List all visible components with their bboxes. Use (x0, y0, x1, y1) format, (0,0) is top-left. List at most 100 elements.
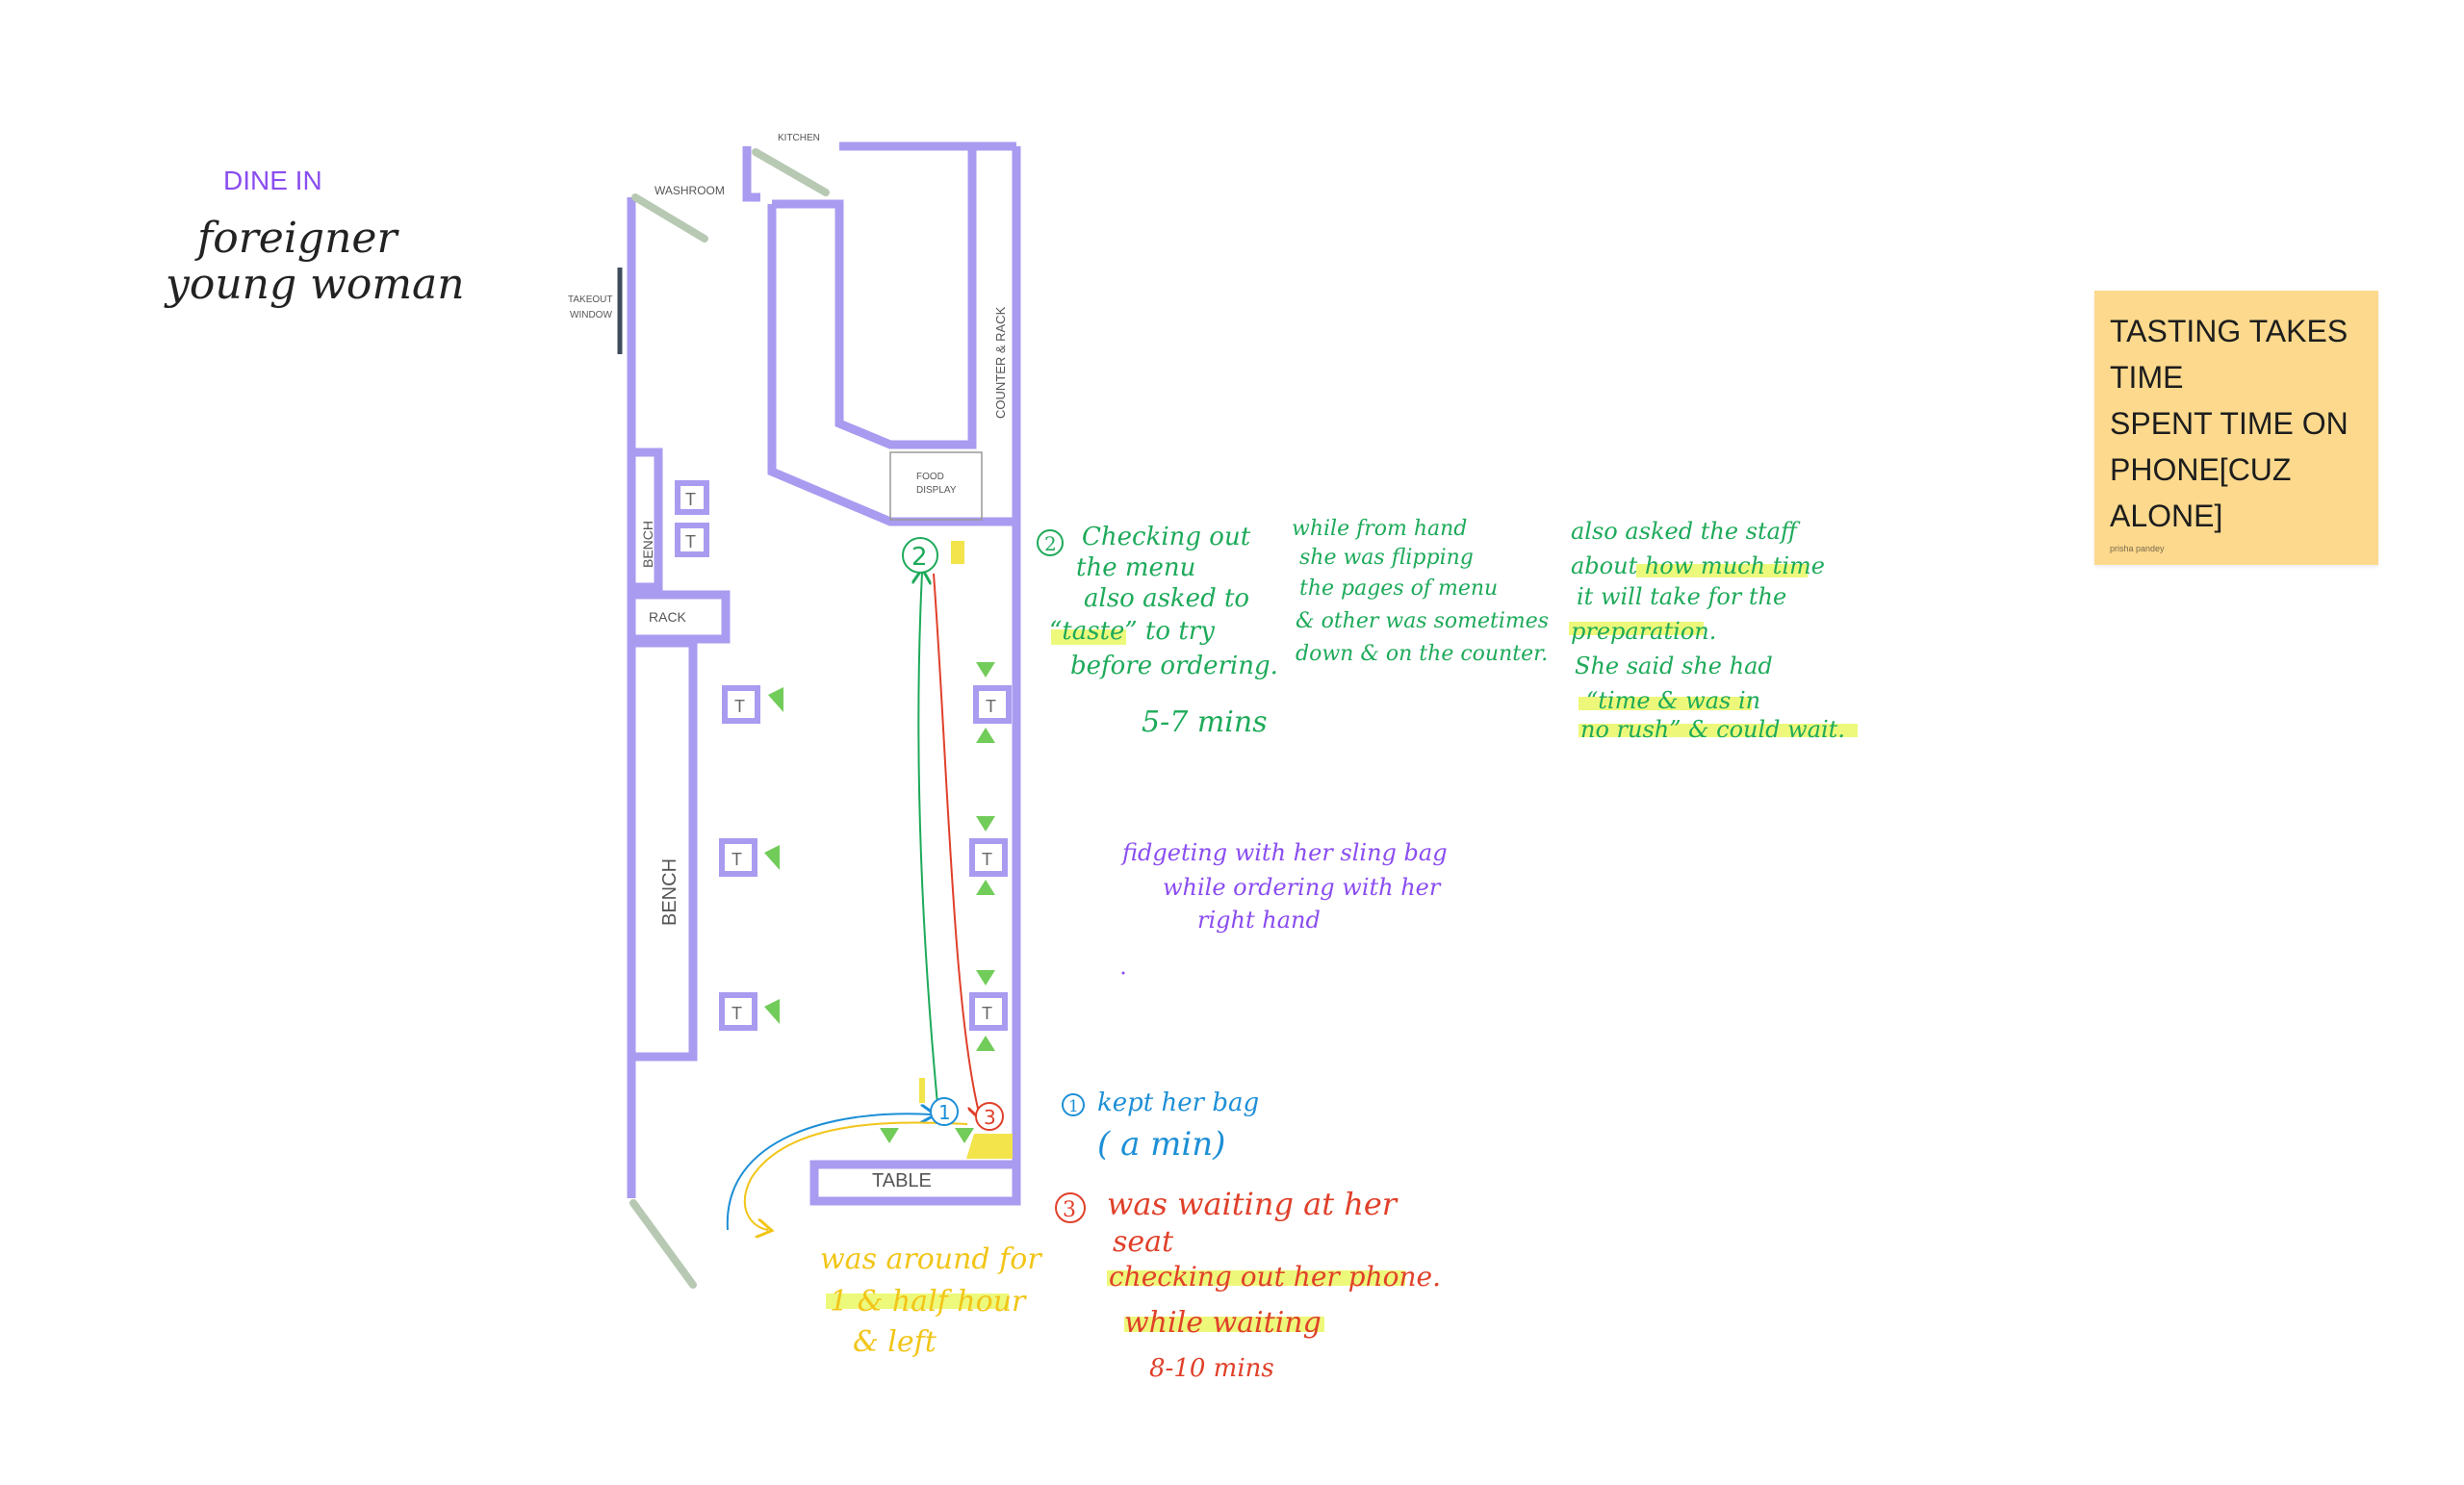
table-wall (809, 1160, 1021, 1206)
bench-large-wall (627, 638, 698, 1062)
yellow-mark (966, 1134, 1013, 1159)
sticky-note[interactable]: TASTING TAKES TIME SPENT TIME ON PHONE[C… (2094, 291, 2378, 565)
note-left: was around for 1 & half hour & left (820, 1242, 1042, 1359)
label-bench-large: BENCH (659, 858, 680, 926)
chair-triangle (764, 845, 780, 870)
yellow-mark (951, 541, 964, 564)
svg-text:She said she had: She said she had (1575, 653, 1773, 679)
marker-2: 2 (902, 537, 938, 574)
svg-text:2: 2 (1044, 532, 1057, 555)
svg-text:was around for: was around for (820, 1242, 1042, 1276)
chair-triangle (768, 687, 783, 712)
svg-text:1: 1 (1068, 1097, 1079, 1116)
sticky-line: ALONE] (2110, 499, 2223, 533)
bench-small-wall (627, 448, 663, 592)
table-marker: T (675, 480, 709, 515)
label-food-display-2: DISPLAY (916, 485, 957, 496)
kitchen-door (752, 148, 830, 196)
svg-text:she was flipping: she was flipping (1299, 546, 1474, 570)
svg-text:T: T (732, 850, 742, 869)
svg-text:8-10 mins: 8-10 mins (1149, 1354, 1274, 1383)
subject-line1: foreigner (194, 214, 399, 263)
label-rack: RACK (649, 609, 687, 625)
counter-inner (772, 146, 977, 449)
path-yellow (744, 1121, 968, 1230)
chair-triangle (976, 662, 995, 678)
svg-text:seat: seat (1113, 1225, 1174, 1259)
svg-text:2: 2 (911, 543, 928, 572)
sticky-line: PHONE[CUZ (2110, 452, 2292, 487)
svg-text:& left: & left (853, 1325, 937, 1359)
svg-text:it will take for the: it will take for the (1577, 583, 1786, 610)
svg-text:while ordering with her: while ordering with her (1163, 874, 1442, 901)
sticky-line: SPENT TIME ON (2110, 406, 2348, 441)
svg-text:about how much time: about how much time (1571, 552, 1825, 579)
label-washroom: WASHROOM (654, 184, 725, 197)
svg-text:3: 3 (1063, 1198, 1076, 1222)
note-step2: 2 Checking out the menu also asked to “t… (1037, 523, 1278, 739)
label-table: TABLE (872, 1170, 932, 1191)
sticky-line: TASTING TAKES (2110, 314, 2348, 348)
svg-text:T: T (982, 1004, 992, 1023)
sticky-author: prisha pandey (2110, 544, 2165, 553)
yellow-mark (919, 1078, 925, 1103)
chair-triangle (764, 999, 780, 1024)
svg-text:kept her bag: kept her bag (1097, 1088, 1259, 1117)
chair-triangle (976, 816, 995, 832)
table-marker: T (969, 992, 1008, 1031)
path-green (918, 573, 939, 1115)
svg-text:T: T (982, 850, 992, 869)
svg-text:fidgeting with her sling bag: fidgeting with her sling bag (1120, 839, 1448, 866)
chair-triangle (976, 880, 995, 895)
svg-text:( a min): ( a min) (1097, 1125, 1225, 1164)
svg-text:1: 1 (938, 1101, 951, 1124)
svg-text:T: T (986, 697, 996, 716)
note-fidgeting: fidgeting with her sling bag while order… (1120, 839, 1448, 934)
washroom-wall (742, 146, 760, 202)
svg-text:5-7 mins: 5-7 mins (1142, 705, 1268, 739)
table-marker: T (973, 685, 1012, 724)
table-marker: T (722, 685, 760, 724)
subject-line2: young woman (164, 260, 465, 309)
stray-dot (1121, 971, 1125, 975)
svg-text:also asked to: also asked to (1084, 584, 1249, 613)
svg-text:preparation.: preparation. (1571, 618, 1716, 645)
highlight (1636, 564, 1808, 577)
svg-text:& other was sometimes: & other was sometimes (1296, 609, 1549, 633)
label-food-display-1: FOOD (916, 472, 944, 482)
highlight (1569, 622, 1704, 635)
highlight (1578, 697, 1752, 710)
chair-triangle (880, 1128, 899, 1143)
label-counter-rack: COUNTER & RACK (993, 306, 1008, 419)
highlight (1124, 1317, 1324, 1332)
svg-text:T: T (685, 490, 696, 509)
svg-text:right hand: right hand (1197, 907, 1321, 934)
highlight (826, 1293, 1009, 1309)
svg-text:the pages of menu: the pages of menu (1299, 576, 1498, 601)
svg-text:the menu: the menu (1076, 553, 1195, 582)
table-marker: T (675, 523, 709, 557)
svg-text:was waiting at her: was waiting at her (1107, 1186, 1399, 1222)
svg-text:also asked the staff: also asked the staff (1571, 518, 1801, 545)
marker-3: 3 (975, 1102, 1004, 1131)
entrance-door (629, 1199, 697, 1289)
label-takeout-2: WINDOW (570, 310, 612, 320)
sticky-line: TIME (2110, 360, 2184, 395)
washroom-door (631, 193, 708, 243)
chair-triangle (976, 970, 995, 986)
table-marker: T (719, 992, 757, 1031)
table-marker: T (969, 838, 1008, 877)
svg-text:before ordering.: before ordering. (1070, 652, 1278, 680)
marker-1: 1 (930, 1097, 959, 1126)
svg-text:checking out her phone.: checking out her phone. (1109, 1261, 1441, 1293)
svg-text:1 & half hour: 1 & half hour (830, 1285, 1027, 1319)
note-step1: 1 kept her bag ( a min) (1062, 1088, 1259, 1164)
highlight (1051, 629, 1126, 645)
highlight (1107, 1270, 1405, 1286)
dine-in-title: DINE IN (223, 166, 322, 195)
label-takeout-1: TAKEOUT (568, 294, 612, 305)
svg-text:“time & was in: “time & was in (1586, 687, 1760, 714)
svg-text:down & on the counter.: down & on the counter. (1296, 642, 1548, 666)
chair-triangle (976, 1036, 995, 1051)
